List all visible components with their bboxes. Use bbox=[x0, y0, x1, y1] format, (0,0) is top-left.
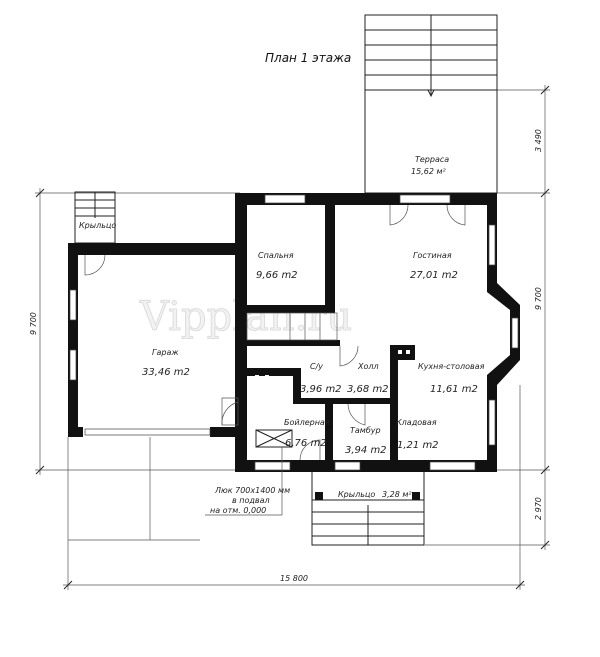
dim-porch-depth: 2 970 bbox=[534, 497, 543, 520]
terrace-area: 15,62 м² bbox=[411, 167, 446, 176]
living-area: 27,01 m2 bbox=[410, 270, 458, 281]
plan-title: План 1 этажа bbox=[265, 51, 351, 65]
dim-terrace-depth: 3 490 bbox=[534, 129, 543, 152]
fixtures bbox=[255, 345, 415, 378]
hall-area: 3,68 m2 bbox=[347, 384, 389, 395]
garage-porch-name: Крыльцо bbox=[79, 221, 116, 230]
wc-name: С/у bbox=[310, 362, 323, 371]
kitchen-name: Кухня-столовая bbox=[418, 362, 485, 371]
staircase bbox=[246, 312, 338, 341]
hatch-note-line3: на отм. 0,000 bbox=[210, 506, 266, 515]
hatch-note-line1: Люк 700x1400 мм bbox=[214, 486, 290, 495]
hall-name: Холл bbox=[357, 362, 379, 371]
front-porch-area: 3,28 м² bbox=[382, 490, 412, 499]
front-porch-name: Крыльцо bbox=[338, 490, 375, 499]
front-porch bbox=[311, 469, 425, 546]
terrace-name: Терраса bbox=[415, 155, 449, 164]
hatch-note-line2: в подвал bbox=[232, 496, 270, 505]
wc-area: 3,96 m2 bbox=[300, 384, 342, 395]
dim-left-height: 9 700 bbox=[29, 312, 38, 335]
kitchen-area: 11,61 m2 bbox=[430, 384, 478, 395]
pantry-area: 1,21 m2 bbox=[397, 440, 439, 451]
vestibule-name: Тамбур bbox=[350, 426, 381, 435]
dim-total-width: 15 800 bbox=[280, 574, 308, 583]
openings bbox=[69, 194, 519, 471]
garage-name: Гараж bbox=[152, 348, 179, 357]
bedroom-name: Спальня bbox=[258, 251, 294, 260]
living-name: Гостиная bbox=[413, 251, 452, 260]
terrace bbox=[364, 14, 498, 194]
boiler-name: Бойлерная bbox=[284, 418, 330, 427]
vestibule-area: 3,94 m2 bbox=[345, 445, 387, 456]
basement-hatch bbox=[205, 429, 293, 516]
bedroom-area: 9,66 m2 bbox=[256, 270, 298, 281]
dimension-lines bbox=[35, 85, 550, 590]
garage-porch bbox=[74, 191, 116, 244]
garage-area: 33,46 m2 bbox=[142, 367, 190, 378]
dim-right-height: 9 700 bbox=[534, 287, 543, 310]
boiler-area: 6,76 m2 bbox=[285, 438, 327, 449]
pantry-name: Кладовая bbox=[396, 418, 437, 427]
